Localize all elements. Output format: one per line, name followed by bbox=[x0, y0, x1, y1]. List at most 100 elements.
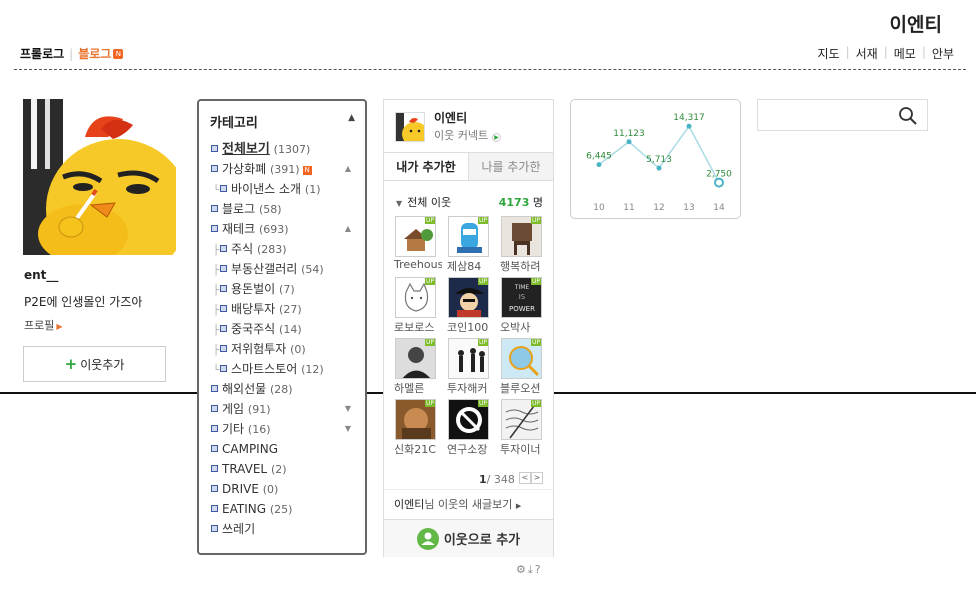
prev-page-icon[interactable]: < bbox=[519, 472, 531, 484]
category-item-low-risk[interactable]: ├저위험투자 (0) bbox=[211, 339, 361, 359]
visitor-x-tick: 13 bbox=[683, 203, 694, 213]
neighbor-item[interactable]: UP Treehouse bbox=[394, 216, 447, 276]
neighbor-item[interactable]: UP 하멜른 bbox=[394, 338, 447, 398]
visitor-point[interactable] bbox=[596, 162, 602, 168]
neighbor-name: 신화21C bbox=[394, 443, 436, 456]
category-item-finance[interactable]: 재테크 (693)▲ bbox=[211, 219, 361, 239]
category-item-smartstore[interactable]: └스마트스토어 (12) bbox=[211, 359, 361, 379]
category-item-realestate[interactable]: ├부동산갤러리 (54) bbox=[211, 259, 361, 279]
add-as-neighbor-button[interactable]: 이웃으로 추가 bbox=[384, 519, 553, 557]
fold-arrow-icon[interactable]: ▲ bbox=[344, 164, 351, 173]
search-input[interactable] bbox=[762, 105, 892, 125]
neighbor-new-posts-link[interactable]: 이엔티님 이웃의 새글보기 ▶ bbox=[384, 489, 553, 519]
neighbor-connect-label: 이웃 커넥트 bbox=[434, 129, 489, 142]
neighbor-item[interactable]: UP 블루오션 bbox=[500, 338, 553, 398]
neighbor-item[interactable]: UP 행복하려 bbox=[500, 216, 553, 276]
square-bullet-icon bbox=[211, 385, 218, 392]
update-badge: UP bbox=[477, 278, 488, 285]
gear-icon[interactable]: ⚙ bbox=[516, 563, 528, 576]
neighbor-widget: 이엔티 이웃 커넥트▶ 내가 추가한 나를 추가한 ▼전체 이웃 4173 명 … bbox=[383, 99, 554, 557]
square-bullet-icon bbox=[220, 265, 228, 272]
category-label: 저위험투자 bbox=[231, 342, 287, 356]
category-item-trash[interactable]: 쓰레기 bbox=[211, 519, 361, 539]
visitor-point[interactable] bbox=[626, 139, 632, 145]
category-label: 스마트스토어 bbox=[231, 362, 298, 376]
neighbor-avatar: UP bbox=[501, 399, 542, 440]
neighbor-pagination: 1/ 348 bbox=[479, 473, 515, 486]
category-item-binance[interactable]: └바이낸스 소개 (1) bbox=[211, 179, 361, 199]
tab-added-by-me[interactable]: 내가 추가한 bbox=[384, 153, 468, 180]
category-item-blog[interactable]: 블로그 (58) bbox=[211, 199, 361, 219]
square-bullet-icon bbox=[211, 445, 218, 452]
neighbor-item[interactable]: UP 투자이너 bbox=[500, 399, 553, 459]
add-neighbor-button[interactable]: + 이웃추가 bbox=[23, 346, 166, 382]
category-item-games[interactable]: 게임 (91)▼ bbox=[211, 399, 361, 419]
visitor-point[interactable] bbox=[714, 177, 724, 188]
tree-line-icon: └ bbox=[213, 185, 220, 196]
collapse-icon[interactable]: ▲ bbox=[348, 113, 355, 123]
search-icon[interactable] bbox=[898, 106, 918, 126]
neighbor-item[interactable]: UP 신화21C bbox=[394, 399, 447, 459]
profile-link[interactable]: 프로필▶ bbox=[24, 317, 63, 333]
tree-line-icon: ├ bbox=[213, 325, 220, 336]
update-badge: UP bbox=[424, 400, 435, 407]
category-item-travel[interactable]: TRAVEL (2) bbox=[211, 459, 361, 479]
tab-prologue[interactable]: 프롤로그 bbox=[20, 47, 65, 61]
menu-map[interactable]: 지도 bbox=[817, 47, 840, 61]
expand-arrow-icon[interactable]: ▼ bbox=[344, 424, 351, 433]
help-icon[interactable]: ? bbox=[534, 563, 543, 576]
category-item-stocks[interactable]: ├주식 (283) bbox=[211, 239, 361, 259]
owner-thumbnail[interactable] bbox=[395, 112, 425, 142]
category-item-camping[interactable]: CAMPING bbox=[211, 439, 361, 459]
neighbor-name: 투자이너 bbox=[500, 443, 541, 456]
fold-arrow-icon[interactable]: ▲ bbox=[344, 224, 351, 233]
expand-arrow-icon[interactable]: ▼ bbox=[344, 404, 351, 413]
category-item-all[interactable]: 전체보기 (1307) bbox=[211, 139, 361, 159]
category-label: 용돈벌이 bbox=[231, 282, 276, 296]
neighbor-item[interactable]: UP 제삼84 bbox=[447, 216, 500, 276]
tab-blog[interactable]: 블로그 bbox=[78, 47, 112, 61]
category-label: 블로그 bbox=[222, 202, 256, 216]
neighbor-filter-dropdown[interactable]: ▼전체 이웃 bbox=[396, 194, 451, 210]
neighbor-item[interactable]: UP 투자해커 bbox=[447, 338, 500, 398]
neighbor-count-value: 4173 bbox=[498, 196, 530, 209]
add-neighbor-label: 이웃추가 bbox=[80, 357, 125, 372]
category-label: 쓰레기 bbox=[222, 522, 256, 536]
neighbor-item[interactable]: UP 로보로스 bbox=[394, 277, 447, 337]
category-item-etc[interactable]: 기타 (16)▼ bbox=[211, 419, 361, 439]
category-item-futures[interactable]: 해외선물 (28) bbox=[211, 379, 361, 399]
download-icon[interactable]: ⤓ bbox=[527, 563, 535, 576]
category-label: EATING bbox=[222, 502, 267, 516]
category-list: 전체보기 (1307) 가상화폐 (391)N▲ └바이낸스 소개 (1) 블로… bbox=[211, 139, 361, 539]
neighbor-item[interactable]: UP 연구소장 bbox=[447, 399, 500, 459]
square-bullet-icon bbox=[211, 425, 218, 432]
owner-name[interactable]: 이엔티 bbox=[434, 111, 468, 125]
category-item-eating[interactable]: EATING (25) bbox=[211, 499, 361, 519]
category-item-china-stocks[interactable]: ├중국주식 (14) bbox=[211, 319, 361, 339]
square-bullet-icon bbox=[211, 225, 218, 232]
category-item-side-income[interactable]: ├용돈벌이 (7) bbox=[211, 279, 361, 299]
new-posts-owner: 이엔티 bbox=[394, 498, 425, 511]
menu-library[interactable]: 서재 bbox=[855, 47, 878, 61]
neighbor-item[interactable]: UP 코인100 bbox=[447, 277, 500, 337]
category-count: (1) bbox=[304, 183, 321, 196]
profile-avatar[interactable] bbox=[23, 99, 176, 255]
blog-title[interactable]: 이엔티 bbox=[889, 14, 942, 36]
visitor-value-label: 2,750 bbox=[706, 170, 732, 180]
visitor-point[interactable] bbox=[656, 165, 662, 171]
tab-added-me[interactable]: 나를 추가한 bbox=[468, 153, 553, 180]
next-page-icon[interactable]: > bbox=[531, 472, 543, 484]
category-count: (391) bbox=[270, 163, 300, 176]
menu-guestbook[interactable]: 안부 bbox=[931, 47, 954, 61]
category-panel: 카테고리 ▲ 전체보기 (1307) 가상화폐 (391)N▲ └바이낸스 소개… bbox=[197, 99, 367, 555]
top-menu: 지도 | 서재 | 메모 | 안부 bbox=[817, 45, 954, 62]
category-item-crypto[interactable]: 가상화폐 (391)N▲ bbox=[211, 159, 361, 179]
category-item-drive[interactable]: DRIVE (0) bbox=[211, 479, 361, 499]
category-item-dividend[interactable]: ├배당투자 (27) bbox=[211, 299, 361, 319]
visitor-point[interactable] bbox=[686, 123, 692, 129]
category-label: 기타 bbox=[222, 422, 245, 436]
menu-memo[interactable]: 메모 bbox=[893, 47, 916, 61]
neighbor-connect-link[interactable]: 이웃 커넥트▶ bbox=[434, 127, 502, 143]
square-bullet-icon bbox=[220, 285, 228, 292]
